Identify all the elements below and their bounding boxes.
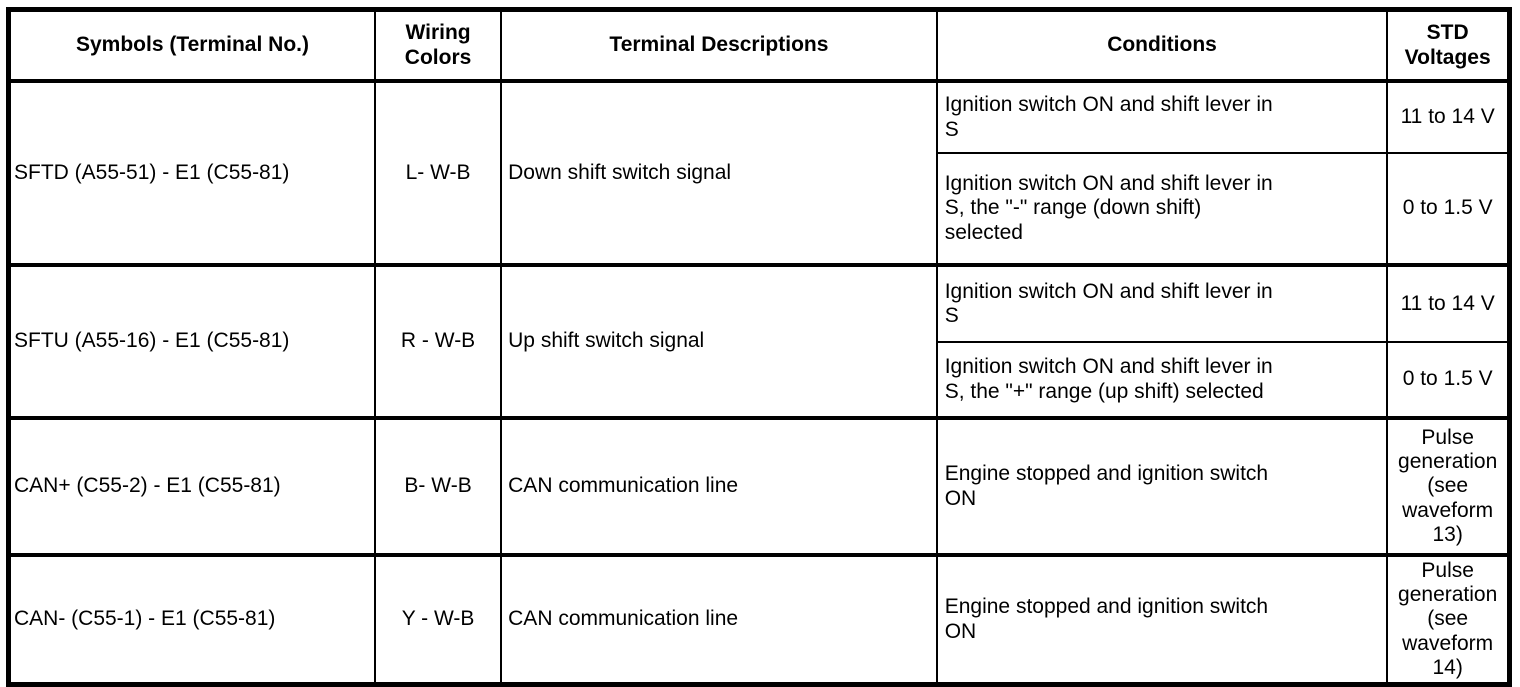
condition-cell: Ignition switch ON and shift lever in S,…: [935, 152, 1389, 266]
table-row-can-plus: CAN+ (C55-2) - E1 (C55-81) B- W-B CAN co…: [7, 416, 1511, 556]
wiring-color-cell: Y - W-B: [373, 553, 503, 686]
header-cell-std-voltages: STD Voltages: [1386, 8, 1511, 83]
condition-cell: Engine stopped and ignition switch ON: [935, 416, 1389, 556]
header-cell-symbols: Symbols (Terminal No.): [7, 8, 376, 83]
description-cell: CAN communication line: [500, 416, 938, 556]
header-cell-wiring-colors: Wiring Colors: [373, 8, 503, 83]
table-row-sftd-condition-2: Ignition switch ON and shift lever in S,…: [9, 152, 1511, 266]
header-cell-terminal-descriptions: Terminal Descriptions: [500, 8, 938, 83]
wiring-color-cell: R - W-B: [373, 263, 503, 419]
condition-cell: Engine stopped and ignition switch ON: [935, 553, 1389, 686]
table-row-sftd: SFTD (A55-51) - E1 (C55-81) L- W-B Down …: [7, 79, 1511, 266]
symbol-cell: CAN+ (C55-2) - E1 (C55-81): [7, 416, 376, 556]
symbol-cell: SFTU (A55-16) - E1 (C55-81): [7, 263, 376, 419]
wiring-color-cell: L- W-B: [373, 79, 503, 266]
description-cell: Down shift switch signal: [500, 79, 938, 266]
std-voltage-cell: Pulse generation (see waveform 14): [1386, 553, 1511, 686]
description-cell: Up shift switch signal: [500, 263, 938, 419]
table-row-can-minus: CAN- (C55-1) - E1 (C55-81) Y - W-B CAN c…: [7, 553, 1511, 686]
condition-cell: Ignition switch ON and shift lever in S: [935, 79, 1389, 154]
std-voltage-cell: 0 to 1.5 V: [1386, 152, 1511, 266]
condition-cell: Ignition switch ON and shift lever in S: [935, 263, 1389, 343]
header-cell-conditions: Conditions: [935, 8, 1389, 83]
std-voltage-cell: 11 to 14 V: [1386, 79, 1511, 154]
std-voltage-cell: 11 to 14 V: [1386, 263, 1511, 343]
description-cell: CAN communication line: [500, 553, 938, 686]
symbol-cell: SFTD (A55-51) - E1 (C55-81): [7, 79, 376, 266]
terminal-voltage-table: Symbols (Terminal No.) Wiring Colors Ter…: [6, 7, 1512, 687]
table-row-sftu-condition-2: Ignition switch ON and shift lever in S,…: [9, 341, 1511, 419]
std-voltage-cell: Pulse generation (see waveform 13): [1386, 416, 1511, 556]
header-row: Symbols (Terminal No.) Wiring Colors Ter…: [7, 8, 1511, 83]
wiring-color-cell: B- W-B: [373, 416, 503, 556]
std-voltage-cell: 0 to 1.5 V: [1386, 341, 1511, 419]
table-row-sftu: SFTU (A55-16) - E1 (C55-81) R - W-B Up s…: [7, 263, 1511, 419]
condition-cell: Ignition switch ON and shift lever in S,…: [935, 341, 1389, 419]
symbol-cell: CAN- (C55-1) - E1 (C55-81): [7, 553, 376, 686]
